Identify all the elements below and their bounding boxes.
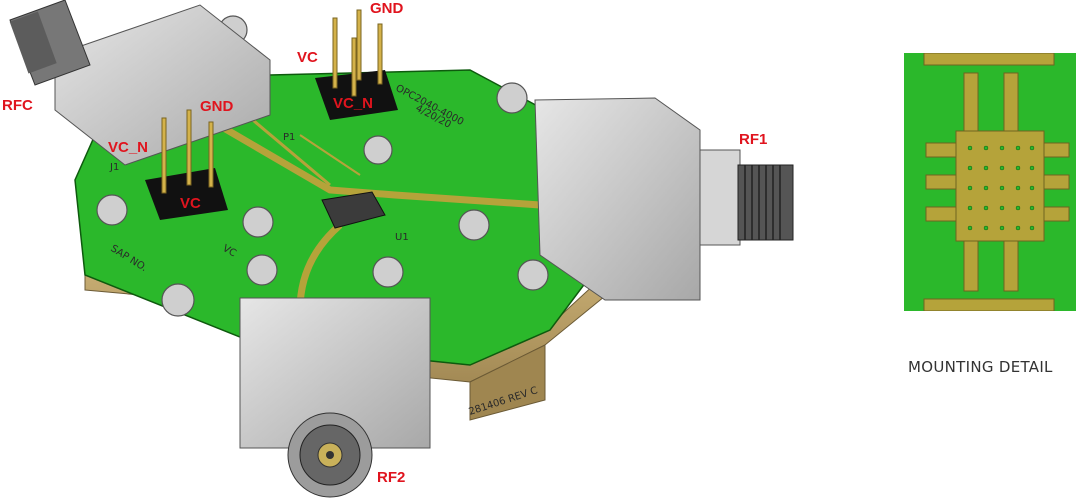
silk-ref-p1: P1	[283, 132, 295, 143]
rf1-sma-connector	[534, 97, 794, 301]
top-pin-header	[315, 9, 398, 120]
label-vc-top: VC	[297, 49, 318, 66]
mounting-detail-image	[904, 53, 1076, 311]
evaluation-board-illustration: OPC2040-4000 4/20/20 281406 REV C SAP NO…	[9, 0, 794, 498]
label-gnd-left: GND	[200, 98, 234, 115]
ic-chip	[321, 191, 386, 229]
label-vc-n-top: VC_N	[333, 95, 374, 112]
label-rf1: RF1	[739, 131, 768, 148]
mounting-detail-caption: MOUNTING DETAIL	[908, 358, 1053, 376]
label-rf2: RF2	[377, 469, 406, 486]
label-vc-n-left: VC_N	[108, 139, 149, 156]
left-pin-header	[145, 109, 228, 220]
silk-ref-u1: U1	[395, 232, 409, 243]
rfc-sma-connector	[9, 0, 271, 166]
label-gnd-top: GND	[370, 0, 404, 17]
label-rfc: RFC	[2, 97, 33, 114]
silk-ref-j1: J1	[109, 162, 119, 173]
rf2-sma-connector	[239, 297, 431, 498]
control-trace	[299, 134, 361, 176]
brass-base-front	[469, 344, 546, 421]
label-vc-left: VC	[180, 195, 201, 212]
rf1-trace	[208, 116, 541, 209]
